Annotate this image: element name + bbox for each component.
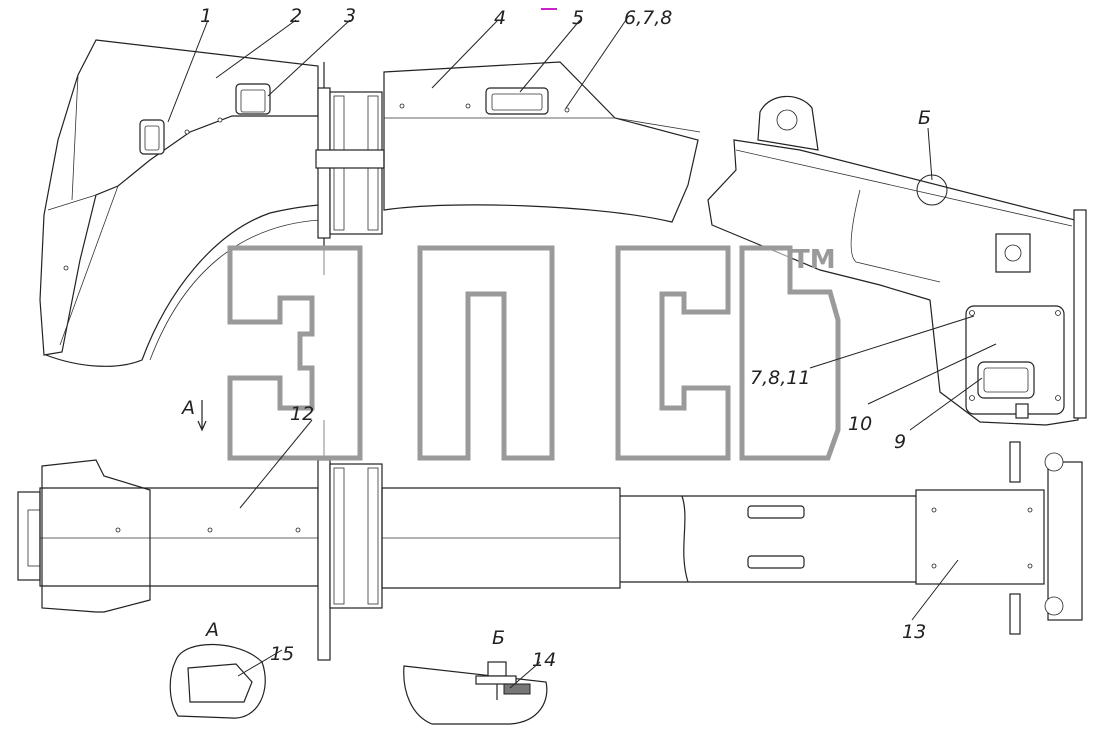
- boom-bolt-2: [465, 103, 471, 109]
- rear-pin-top: [1009, 441, 1021, 483]
- rear-eye-top: [1044, 452, 1064, 472]
- callout-1: 1: [200, 5, 212, 27]
- detail-a-outline: [169, 643, 266, 719]
- cover-bolt-4: [1055, 395, 1061, 401]
- callout-9: 9: [894, 431, 906, 453]
- rear-pin-bottom: [1009, 593, 1021, 635]
- detail-b-washer: [475, 675, 517, 685]
- callout-12: 12: [290, 403, 314, 425]
- plan-flange-ring-left: [333, 467, 345, 605]
- callout-4: 4: [494, 7, 506, 29]
- handle-slot-1-inner: [144, 125, 160, 151]
- plan-flange-ring: [329, 463, 383, 609]
- front-housing-edge-line: [71, 74, 79, 201]
- cover-bolt-3: [969, 395, 975, 401]
- detail-b: [403, 661, 548, 725]
- rear-end-frame: [1047, 461, 1083, 621]
- rear-eye-bottom: [1044, 596, 1064, 616]
- plan-rib-2: [747, 555, 805, 569]
- callout-5: 5: [572, 7, 584, 29]
- handle-slot-5-inner: [491, 93, 543, 111]
- watermark-trademark: ТМ: [792, 245, 836, 275]
- front-housing-lower: [45, 204, 321, 367]
- callout-7-8-11: 7,8,11: [750, 367, 810, 389]
- rear-end-plate: [1073, 209, 1087, 419]
- circle-b-label: Б: [918, 107, 931, 129]
- watermark-letter-p: [417, 245, 555, 461]
- callout-10: 10: [848, 413, 872, 435]
- cover-bolt-2: [1055, 310, 1061, 316]
- lower-arch: [149, 219, 321, 361]
- plan-flange-plate: [317, 459, 331, 661]
- detail-a: [169, 643, 266, 719]
- handle-slot-9-inner: [983, 367, 1029, 393]
- front-cap: [41, 459, 151, 613]
- plan-view: [17, 400, 1083, 661]
- handle-slot-5: [485, 87, 549, 115]
- rear-section-top-rail: [735, 149, 1073, 227]
- callout-15: 15: [270, 643, 294, 665]
- flange-clamp: [315, 149, 385, 169]
- plan-rib-1: [747, 505, 805, 519]
- inspection-square-hole: [1004, 244, 1022, 262]
- watermark-logo: ТМ: [227, 245, 841, 461]
- boom-bolt-1: [399, 103, 405, 109]
- handle-slot-3: [235, 83, 271, 115]
- middle-boom-rib: [384, 117, 701, 133]
- watermark-letter-e: [227, 245, 363, 461]
- front-housing-outline: [39, 39, 319, 356]
- view-a-arrow: [197, 400, 207, 432]
- view-arrow-label: А: [180, 397, 195, 419]
- detail-b-outline: [403, 665, 548, 725]
- watermark-letter-s: [615, 245, 731, 461]
- housing-bolt-2: [184, 129, 190, 135]
- handle-slot-1: [139, 119, 165, 155]
- rear-plate-13: [915, 489, 1045, 585]
- callout-3: 3: [344, 5, 356, 27]
- boom-bolt-3: [564, 107, 570, 113]
- rear-section-cutout: [850, 189, 941, 283]
- detail-a-window: [187, 663, 253, 703]
- front-housing-inner-line: [47, 194, 97, 211]
- detail-b-seal: [503, 683, 531, 695]
- plan-flange-ring-right: [367, 467, 379, 605]
- front-hub: [17, 491, 41, 581]
- callout-14: 14: [532, 649, 556, 671]
- detail-b-label: Б: [492, 627, 505, 649]
- side-view: [39, 39, 1087, 426]
- watermark-letter-b: [739, 245, 841, 461]
- plan-bolts: [115, 507, 1033, 569]
- callout-6-7-8: 6,7,8: [624, 7, 672, 29]
- detail-a-label: А: [204, 619, 219, 641]
- callout-labels: 1 2 3 4 5 6,7,8 7,8,11 10 9 12 13 15 14 …: [180, 5, 931, 671]
- lift-eye-hole: [776, 109, 798, 131]
- leaders: [167, 8, 997, 689]
- callout-2: 2: [290, 5, 302, 27]
- callout-13: 13: [902, 621, 926, 643]
- handle-slot-3-inner: [240, 89, 266, 113]
- handle-slot-9: [977, 361, 1035, 399]
- plan-middle-box: [381, 487, 621, 589]
- middle-boom-outline: [383, 61, 699, 223]
- housing-bolt-3: [217, 117, 223, 123]
- detail-b-bolt-head: [487, 661, 507, 677]
- front-box: [39, 487, 319, 587]
- plan-tube-break: [681, 495, 689, 583]
- rear-tab: [1015, 403, 1029, 419]
- front-housing-chamfer: [59, 185, 119, 346]
- cover-bolt-1: [969, 310, 975, 316]
- housing-bolt-1: [63, 265, 69, 271]
